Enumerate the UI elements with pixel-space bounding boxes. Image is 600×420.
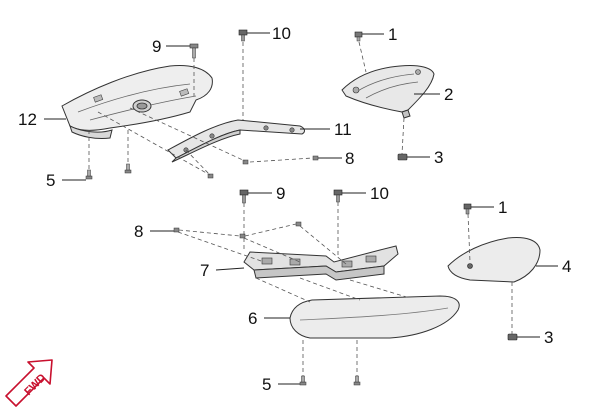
callout-5-upper: 5 <box>46 171 55 190</box>
callout-8-lower: 8 <box>134 222 143 241</box>
screw-5-lower-a <box>299 375 307 386</box>
callout-5-lower: 5 <box>262 375 271 394</box>
screw-8-upper-b <box>242 159 249 165</box>
part-2-side-panel <box>341 65 435 119</box>
part-6-lower-cover <box>289 295 460 339</box>
clip-1-lower <box>463 203 472 215</box>
part-4-side-panel <box>447 237 541 283</box>
screw-8-lower-c <box>295 221 302 227</box>
screw-8-lower-a <box>173 227 180 233</box>
callout-7-lower: 7 <box>200 261 209 280</box>
screw-9-upper <box>189 43 199 59</box>
screw-8-upper-a <box>207 173 214 179</box>
screw-9-lower <box>239 189 249 204</box>
screw-5-upper-a <box>85 169 93 180</box>
leader-lines-upper <box>44 32 440 181</box>
screw-10-upper <box>238 29 248 42</box>
part-11-grab-rail <box>167 119 305 163</box>
callout-8-upper: 8 <box>345 149 354 168</box>
screw-5-upper-b <box>124 163 132 174</box>
screw-10-lower <box>333 189 343 203</box>
screw-5-lower-b <box>353 375 361 386</box>
clip-1-upper <box>354 31 363 42</box>
callout-10-upper: 10 <box>272 24 291 43</box>
callout-10-lower: 10 <box>370 184 389 203</box>
forward-arrow-icon: FWD <box>5 359 53 407</box>
part-7-lower-bracket <box>243 245 399 281</box>
callout-3-lower: 3 <box>544 328 553 347</box>
callout-1-upper: 1 <box>388 25 397 44</box>
callout-4-lower: 4 <box>562 257 571 276</box>
callout-3-upper: 3 <box>434 148 443 167</box>
nut-3-upper <box>397 153 408 161</box>
callout-11-upper: 11 <box>334 120 352 139</box>
callout-6-lower: 6 <box>248 309 257 328</box>
callout-9-lower: 9 <box>276 184 285 203</box>
callout-9-upper: 9 <box>152 37 161 56</box>
nut-3-lower <box>507 333 518 341</box>
screw-8-upper-c <box>312 155 319 161</box>
part-12-tail-cover <box>61 65 213 139</box>
leader-lines-lower <box>150 192 558 385</box>
assembly-lines-upper <box>88 41 405 176</box>
callout-1-lower: 1 <box>498 198 507 217</box>
callout-2-upper: 2 <box>444 85 453 104</box>
assembly-lines-lower <box>177 202 513 376</box>
callout-12-upper: 12 <box>18 110 37 129</box>
